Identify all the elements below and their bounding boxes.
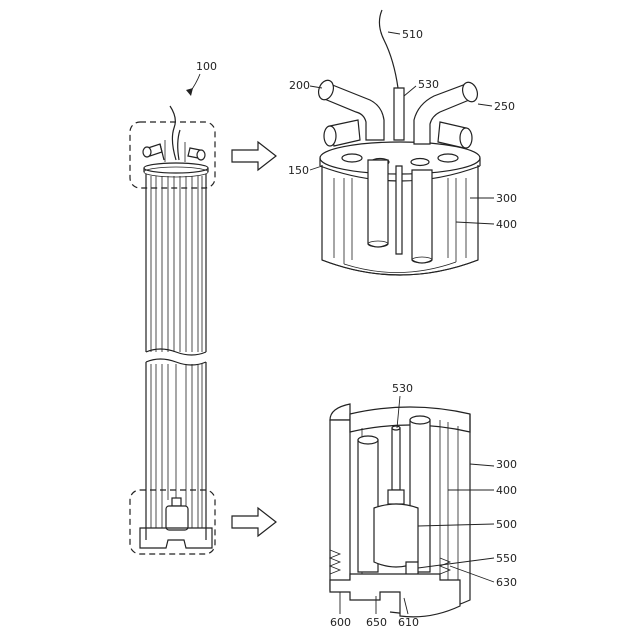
bottom-tube-left-top [358,436,378,444]
inner-tube-left [368,160,388,247]
lower-base [140,528,212,548]
assembly-overview: 100 [130,60,217,554]
label-400-top: 400 [496,218,517,231]
top-wire-2 [178,130,180,160]
thread-right [440,558,450,574]
cap-hole-4 [411,159,429,166]
label-400-bottom: 400 [496,484,517,497]
bottom-inner-shell [440,420,448,582]
label-300-bottom: 300 [496,458,517,471]
bottom-shell-cut-left [330,404,350,420]
label-630: 630 [496,576,517,589]
label-550: 550 [496,552,517,565]
upper-body-outline [146,174,206,352]
bottom-sensor-tube-top [392,426,400,430]
detail-arrow-top [232,142,276,170]
label-300-top: 300 [496,192,517,205]
label-500: 500 [496,518,517,531]
bottom-detail: 530 300 400 500 550 630 600 650 610 [330,382,517,629]
cap-hole-1 [342,154,362,162]
leader-250 [478,104,492,106]
top-pipe-left-end [143,147,151,157]
top-cap [144,163,208,173]
cap-hole-2 [438,154,458,162]
label-530-top: 530 [418,78,439,91]
top-wire [170,106,176,160]
bottom-sensor-tube [392,428,400,490]
leader-530-top [404,86,416,96]
bottom-tube-right-top [410,416,430,424]
lower-sensor-body [166,506,188,530]
stub-left-end [324,126,336,146]
label-510: 510 [402,28,423,41]
sensor-tube [394,88,404,140]
inner-rod-center [396,166,402,254]
label-530-bottom: 530 [392,382,413,395]
break-line-upper [146,349,206,355]
label-250: 250 [494,100,515,113]
top-detail: 510 200 530 250 150 300 400 [288,10,517,275]
label-100: 100 [196,60,217,73]
bottom-sensor-neck [388,490,404,504]
top-pipe-right-end [197,150,205,160]
arrowhead-100 [186,88,193,96]
upper-body-rods [151,176,202,352]
sensor-wire [379,10,398,88]
bottom-sensor-body [374,504,418,567]
bottom-base [330,574,460,617]
inner-tube-right [412,170,432,263]
label-150: 150 [288,164,309,177]
label-650: 650 [366,616,387,629]
label-610: 610 [398,616,419,629]
label-200: 200 [289,79,310,92]
stub-right-end [460,128,472,148]
leader-150 [310,166,322,170]
detail-arrow-bottom [232,508,276,536]
leader-510 [388,32,400,34]
lower-sensor-neck [172,498,181,506]
label-600: 600 [330,616,351,629]
leader-300-bottom [470,464,494,466]
